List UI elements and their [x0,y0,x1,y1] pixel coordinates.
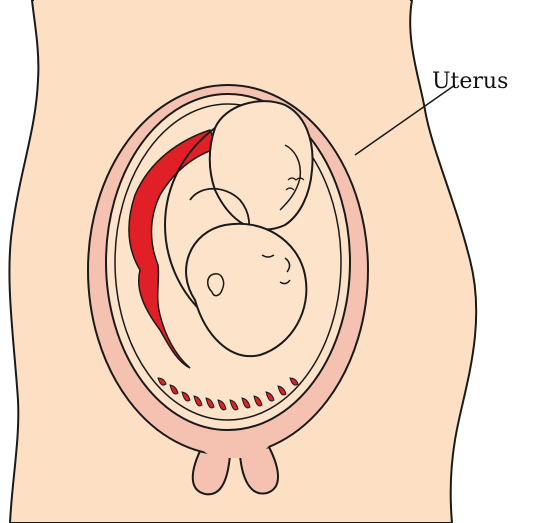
fetus-back [163,127,216,311]
fetus-toes [285,177,305,191]
fetus-body [208,100,314,231]
top-mask [34,0,410,2]
placenta [128,129,220,369]
uterus-label: Uterus [432,69,508,94]
cervical-fringe [157,377,299,411]
uterus-neck [190,430,278,458]
fetus-nose [284,257,291,273]
fetus-eye [261,254,275,258]
uterus-leader-line [354,84,456,156]
fetus-mouth [279,279,291,285]
fetus-ear [207,273,225,297]
fetus-head [185,222,308,358]
